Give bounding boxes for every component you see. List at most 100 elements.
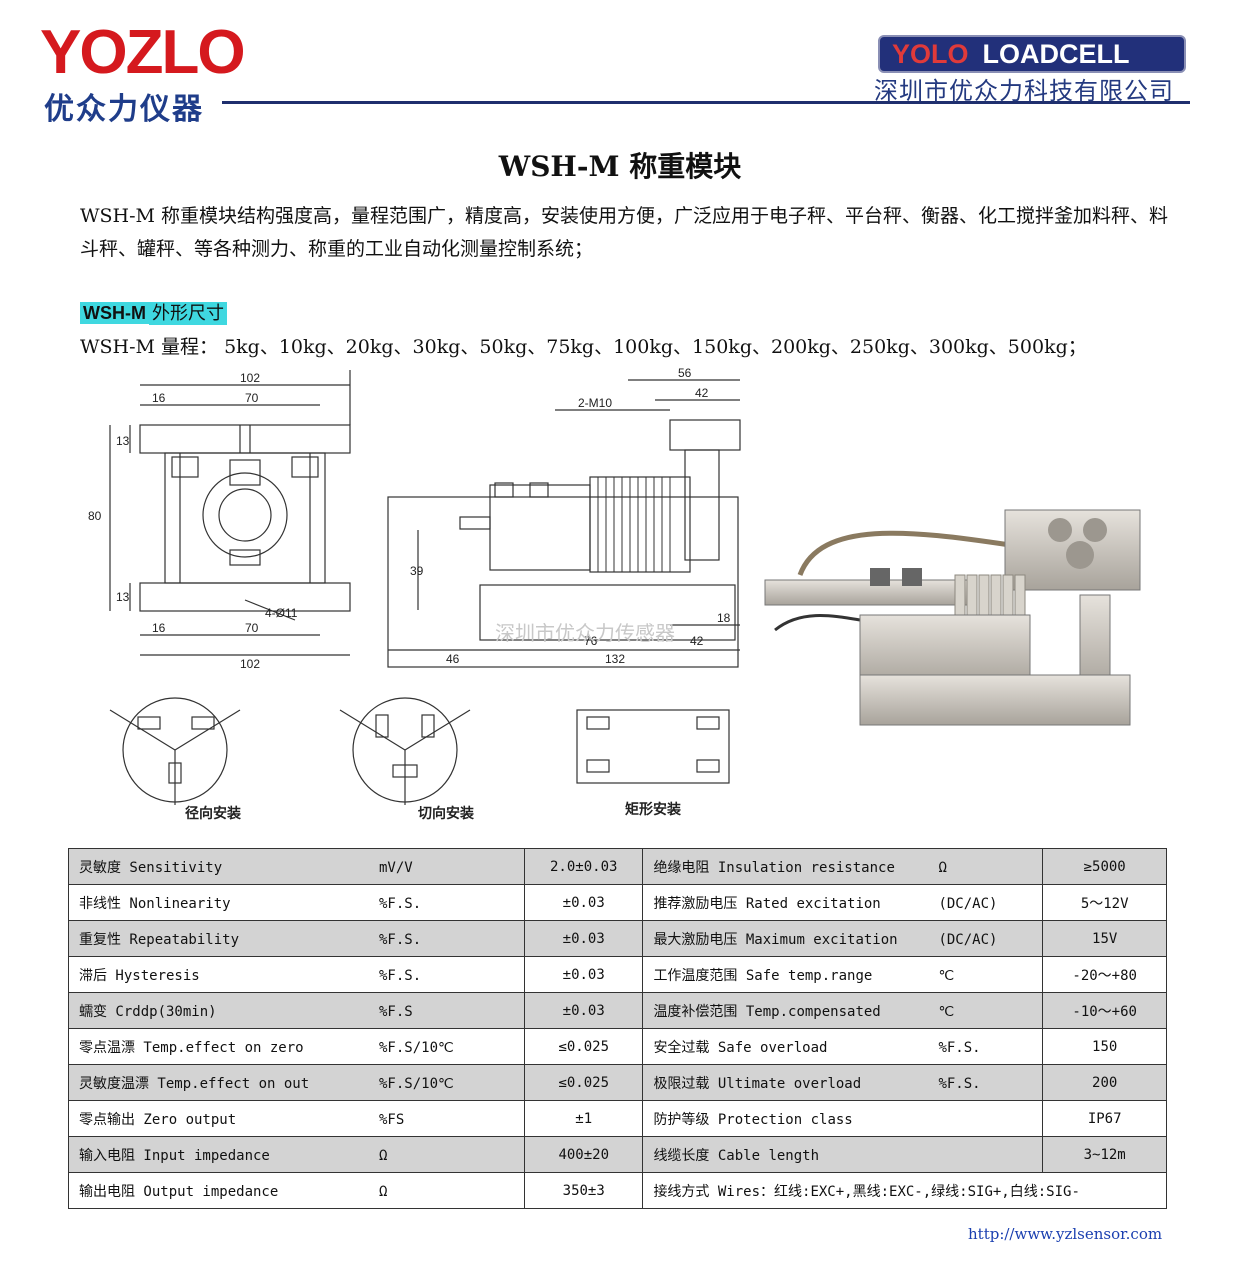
dim-front-holes: 4-Ø11: [265, 606, 298, 620]
spec-right-value: IP67: [1042, 1100, 1167, 1137]
page-title: WSH-M 称重模块: [498, 150, 742, 183]
spec-left-param: 灵敏度温漂 Temp.effect on out%F.S/10℃: [67, 1064, 526, 1101]
mount-tangent-label: 切向安装: [418, 805, 475, 822]
spec-left-unit: %F.S.: [379, 967, 422, 984]
section-model: WSH-M: [80, 302, 149, 324]
spec-right-name: 绝缘电阻 Insulation resistance: [653, 859, 895, 876]
spec-right-name: 工作温度范围 Safe temp.range: [653, 967, 873, 984]
spec-right-unit: %F.S.: [938, 1075, 981, 1092]
spec-right-name: 安全过载 Safe overload: [653, 1039, 828, 1056]
dim-side-thread: 2-M10: [578, 396, 612, 410]
spec-left-name: 输入电阻 Input impedance: [79, 1147, 270, 1164]
dim-front-102-bot: 102: [240, 657, 260, 671]
spec-right-unit: (DC/AC): [938, 931, 998, 948]
spec-right-param: 极限过载 Ultimate overload %F.S.: [642, 1064, 1044, 1101]
company-name: 深圳市优众力科技有限公司: [874, 77, 1174, 105]
spec-right-name: 推荐激励电压 Rated excitation: [653, 895, 881, 912]
capacity-range: WSH-M 量程： 5kg、10kg、20kg、30kg、50kg、75kg、1…: [80, 336, 1087, 358]
spec-left-name: 灵敏度 Sensitivity: [79, 859, 223, 876]
spec-right-param: 安全过载 Safe overload %F.S.: [642, 1028, 1044, 1065]
spec-right-param: 绝缘电阻 Insulation resistance Ω: [642, 848, 1044, 885]
spec-right-name: 极限过载 Ultimate overload: [653, 1075, 862, 1092]
dim-front-16-bot: 16: [152, 621, 166, 635]
spec-right-name: 线缆长度 Cable length: [653, 1147, 820, 1164]
spec-left-name: 非线性 Nonlinearity: [79, 895, 231, 912]
spec-left-param: 零点温漂 Temp.effect on zero %F.S/10℃: [67, 1028, 526, 1065]
spec-right-value: -20～+80: [1042, 956, 1167, 993]
dim-side-42-top: 42: [695, 386, 709, 400]
logo-chinese: 优众力仪器: [44, 92, 204, 127]
spec-left-value: ≤0.025: [524, 1064, 644, 1101]
spec-left-param: 灵敏度 Sensitivity mV/V: [67, 848, 526, 885]
spec-left-unit: mV/V: [379, 859, 413, 876]
mount-rect-label: 矩形安装: [625, 801, 682, 818]
dim-side-132: 132: [605, 652, 625, 666]
dim-side-56: 56: [678, 366, 692, 380]
spec-right-value: 150: [1042, 1028, 1167, 1065]
dim-front-70-top: 70: [245, 391, 259, 405]
spec-left-param: 零点输出 Zero output%FS: [67, 1100, 526, 1137]
spec-right-name: 接线方式 Wires：红线:EXC+,黑线:EXC-,绿线:SIG+,白线:SI…: [653, 1183, 1080, 1200]
spec-left-param: 输入电阻 Input impedance Ω: [67, 1136, 526, 1173]
spec-right-param: 推荐激励电压 Rated excitation (DC/AC): [642, 884, 1044, 921]
spec-left-param: 滞后 Hysteresis%F.S.: [67, 956, 526, 993]
dim-side-18: 18: [717, 611, 731, 625]
dim-front-102-top: 102: [240, 371, 260, 385]
spec-right-name: 最大激励电压 Maximum excitation: [653, 931, 898, 948]
mount-radial-label: 径向安装: [185, 805, 242, 822]
spec-right-param: 温度补偿范围 Temp.compensated℃: [642, 992, 1044, 1029]
spec-right-param: 防护等级 Protection class: [642, 1100, 1044, 1137]
spec-right-value: 200: [1042, 1064, 1167, 1101]
spec-left-value: 2.0±0.03: [524, 848, 644, 885]
brand-banner: YOLO LOADCELL: [878, 35, 1186, 73]
spec-right-unit: Ω: [938, 859, 947, 876]
spec-left-param: 蠕变 Crddp(30min)%F.S: [67, 992, 526, 1029]
spec-right-name: 温度补偿范围 Temp.compensated: [653, 1003, 881, 1020]
logo-yozlo: YOZLO: [40, 18, 246, 87]
spec-left-name: 灵敏度温漂 Temp.effect on out: [79, 1075, 310, 1092]
spec-row: 重复性 Repeatability%F.S.±0.03 最大激励电压 Maximu…: [67, 920, 1167, 957]
dim-side-76: 76: [584, 634, 598, 648]
spec-right-value: 15V: [1042, 920, 1167, 957]
section-title: 外形尺寸: [148, 302, 227, 325]
spec-right-value: ≥5000: [1042, 848, 1167, 885]
dim-front-13-bot: 13: [116, 590, 130, 604]
spec-right-unit: ℃: [938, 967, 955, 984]
dim-front-80: 80: [88, 509, 102, 523]
spec-left-name: 零点温漂 Temp.effect on zero: [79, 1039, 304, 1056]
spec-right-unit: %F.S.: [938, 1039, 981, 1056]
spec-left-value: ±0.03: [524, 884, 644, 921]
dim-front-16-top: 16: [152, 391, 166, 405]
spec-left-param: 重复性 Repeatability%F.S.: [67, 920, 526, 957]
spec-left-value: ≤0.025: [524, 1028, 644, 1065]
brand-loadcell: LOADCELL: [982, 39, 1130, 69]
spec-left-unit: %FS: [379, 1111, 405, 1128]
spec-left-unit: %F.S: [379, 1003, 413, 1020]
watermark: 深圳市优众力传感器: [495, 621, 675, 645]
spec-right-value: -10～+60: [1042, 992, 1167, 1029]
brand-yolo: YOLO: [892, 39, 969, 69]
spec-left-name: 输出电阻 Output impedance: [79, 1183, 279, 1200]
dim-side-46: 46: [446, 652, 460, 666]
intro-paragraph: WSH-M 称重模块结构强度高，量程范围广，精度高，安装使用方便，广泛应用于电子…: [80, 205, 1169, 260]
spec-left-value: 350±3: [524, 1172, 644, 1209]
spec-left-unit: %F.S/10℃: [379, 1039, 454, 1056]
spec-right-name: 防护等级 Protection class: [653, 1111, 853, 1128]
spec-right-param: 接线方式 Wires：红线:EXC+,黑线:EXC-,绿线:SIG+,白线:SI…: [642, 1172, 1167, 1209]
website-link[interactable]: http://www.yzlsensor.com: [968, 1225, 1163, 1243]
spec-left-unit: Ω: [379, 1147, 388, 1164]
spec-left-value: ±0.03: [524, 920, 644, 957]
dim-side-42-bot: 42: [690, 634, 704, 648]
spec-right-unit: (DC/AC): [938, 895, 998, 912]
